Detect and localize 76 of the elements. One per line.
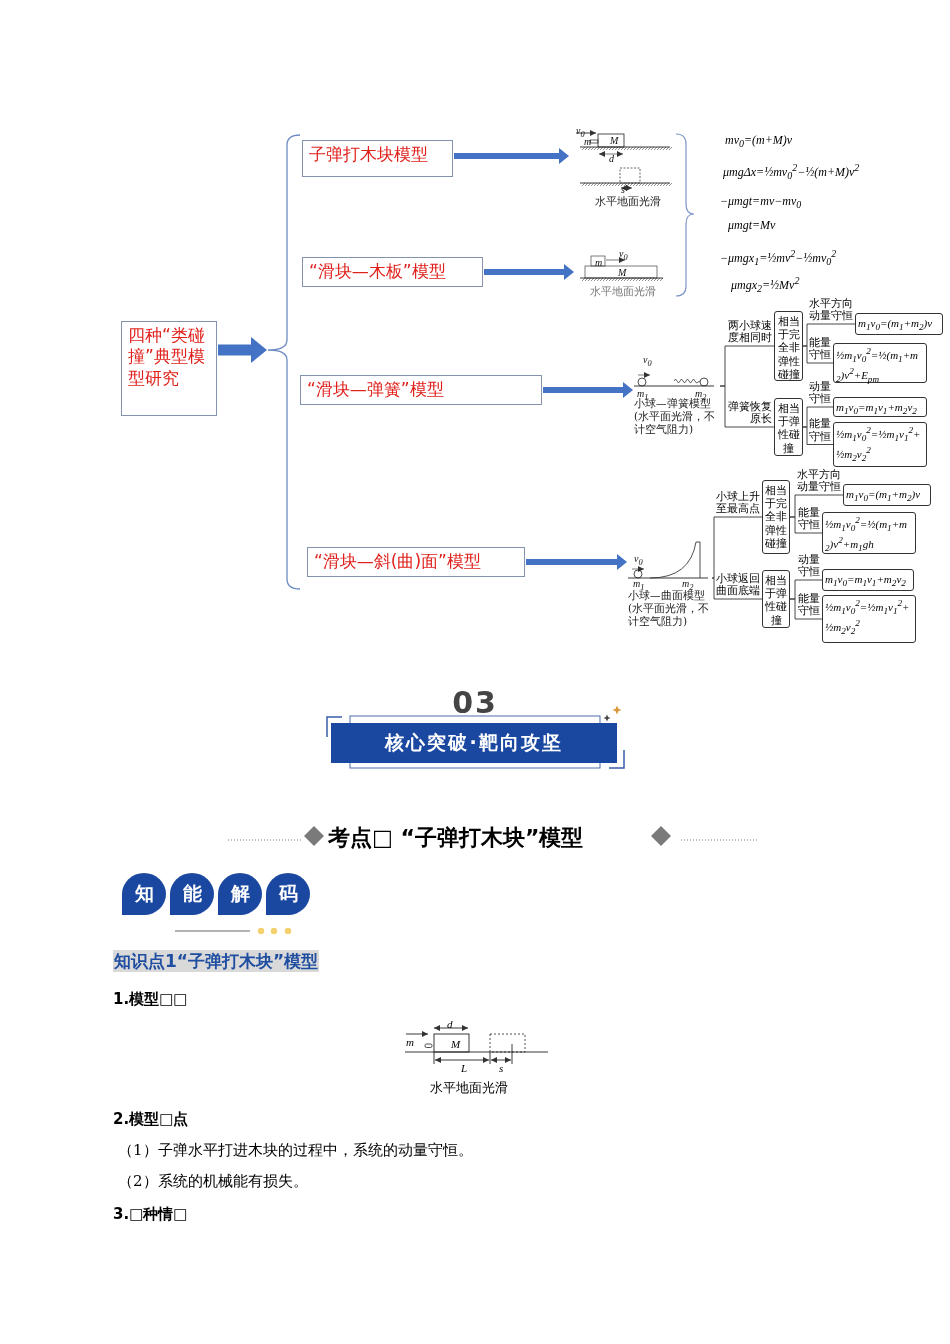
connector-line xyxy=(802,426,834,445)
symbol-label: m xyxy=(584,137,592,147)
symbol-label: M xyxy=(610,136,619,146)
concept-box: 相当于完全非弹性碰撞 xyxy=(774,311,803,381)
symbol-label: s xyxy=(499,1063,504,1074)
symbol-label: v$_{0}$ xyxy=(634,554,643,568)
edge-label: 小球返回曲面底端 xyxy=(716,572,760,598)
figure-label: 水平地面光滑 xyxy=(593,195,662,209)
badge: 能 xyxy=(170,873,214,915)
paragraph: （1）子弹水平打进木块的过程中，系统的动量守恒。 xyxy=(118,1141,473,1159)
arrow xyxy=(454,148,569,164)
formula-box: m$_{1}$v$_{0}$=m$_{1}$v$_{1}$+m$_{2}$v$_{2}$ xyxy=(833,397,927,417)
section-number: 03 xyxy=(451,688,499,718)
symbol-label: s xyxy=(621,185,625,195)
edge-label: 能量守恒 xyxy=(797,506,820,532)
symbol-label: v$_{0}$ xyxy=(619,249,628,263)
figure-label: 水平地面光滑 xyxy=(588,285,657,299)
formula: −μmgt=mv−mv$_{0}$ xyxy=(720,195,802,211)
formula-box: ½m$_{1}$v$_{0}$$^{2}$=½(m$_{1}$+m$_{2}$)v$^{2}$+E$_{pm}$ xyxy=(833,343,927,383)
concept-box: 相当于弹性碰撞 xyxy=(762,570,790,628)
subheading: 1.模型□□ xyxy=(113,990,188,1008)
topic-box: 子弹打木块模型 xyxy=(302,140,453,177)
symbol-label: L xyxy=(461,1063,468,1074)
formula-box: m$_{1}$v$_{0}$=m$_{1}$v$_{1}$+m$_{2}$v$_{2}$ xyxy=(822,569,914,591)
formula-box: m$_{1}$v$_{0}$=(m$_{1}$+m$_{2}$)v xyxy=(843,484,931,506)
symbol-label: v$_{0}$ xyxy=(643,355,652,369)
edge-label: 两小球速度相同时 xyxy=(727,319,772,345)
connector-line xyxy=(789,516,823,534)
formula: μmgt=Mv xyxy=(728,219,776,231)
symbol-label: m xyxy=(595,258,603,268)
section-heading: 考点□ “子弹打木块”模型 xyxy=(328,827,584,849)
symbol-label: M xyxy=(451,1039,461,1050)
formula: μmgx$_{2}$=½Mv$^{2}$ xyxy=(731,276,800,295)
topic-box: 四种“类碰撞”典型模型研究 xyxy=(121,321,217,416)
badge: 码 xyxy=(266,873,310,915)
paragraph: （2）系统的机械能有损失。 xyxy=(118,1172,308,1190)
edge-label: 能量守恒 xyxy=(809,418,831,444)
symbol-label: v$_{0}$ xyxy=(576,126,585,140)
figure-label: 小球—曲面模型(水平面光滑，不计空气阻力) xyxy=(628,589,711,629)
section-banner: 核心突破·靶向攻坚 xyxy=(331,723,617,763)
symbol-label: M xyxy=(618,268,627,278)
connector-line xyxy=(719,385,775,428)
arrow xyxy=(218,337,267,363)
edge-label: 能量守恒 xyxy=(809,336,831,362)
edge-label: 小球上升至最高点 xyxy=(716,490,760,516)
formula: μmgΔx=½mv$_{0}$$^{2}$−½(m+M)v$^{2}$ xyxy=(723,163,860,182)
formula: mv$_{0}$=(m+M)v xyxy=(725,134,793,150)
connector-line xyxy=(711,577,763,600)
topic-box: “滑块—斜(曲)面”模型 xyxy=(307,547,525,577)
arrow xyxy=(543,382,633,398)
arrow xyxy=(526,554,627,570)
concept-box: 相当于完全非弹性碰撞 xyxy=(762,480,790,554)
topic-box: “滑块—弹簧”模型 xyxy=(300,375,542,405)
formula-box: m$_{1}$v$_{0}$=(m$_{1}$+m$_{2}$)v xyxy=(855,313,943,335)
edge-label: 能量守恒 xyxy=(797,592,820,618)
symbol-label: d xyxy=(609,154,614,164)
subheading: 2.模型□点 xyxy=(113,1110,189,1128)
topic-heading: 知识点1“子弹打木块”模型 xyxy=(113,950,320,973)
connector-line xyxy=(802,345,834,364)
caption: 水平地面光滑 xyxy=(430,1080,508,1095)
edge-label: 动量守恒 xyxy=(797,553,820,579)
arrow xyxy=(484,264,574,280)
badge: 解 xyxy=(218,873,262,915)
subheading: 3.□种情□ xyxy=(113,1205,188,1223)
connector-line xyxy=(789,598,823,620)
formula-box: ½m$_{1}$v$_{0}$$^{2}$=½(m$_{1}$+m$_{2}$)v$^{2}$+m$_{1}$gh xyxy=(822,512,916,554)
edge-label: 水平方向动量守恒 xyxy=(809,297,853,323)
concept-box: 相当于弹性碰撞 xyxy=(774,398,803,456)
edge-label: 水平方向动量守恒 xyxy=(797,468,841,494)
connector-line xyxy=(711,516,763,579)
topic-box: “滑块—木板”模型 xyxy=(302,257,483,287)
symbol-label: m xyxy=(406,1037,414,1048)
symbol-label: d xyxy=(447,1019,453,1030)
edge-label: 弹簧恢复原长 xyxy=(727,400,772,426)
badge: 知 xyxy=(122,873,166,915)
edge-label: 动量守恒 xyxy=(809,380,831,406)
